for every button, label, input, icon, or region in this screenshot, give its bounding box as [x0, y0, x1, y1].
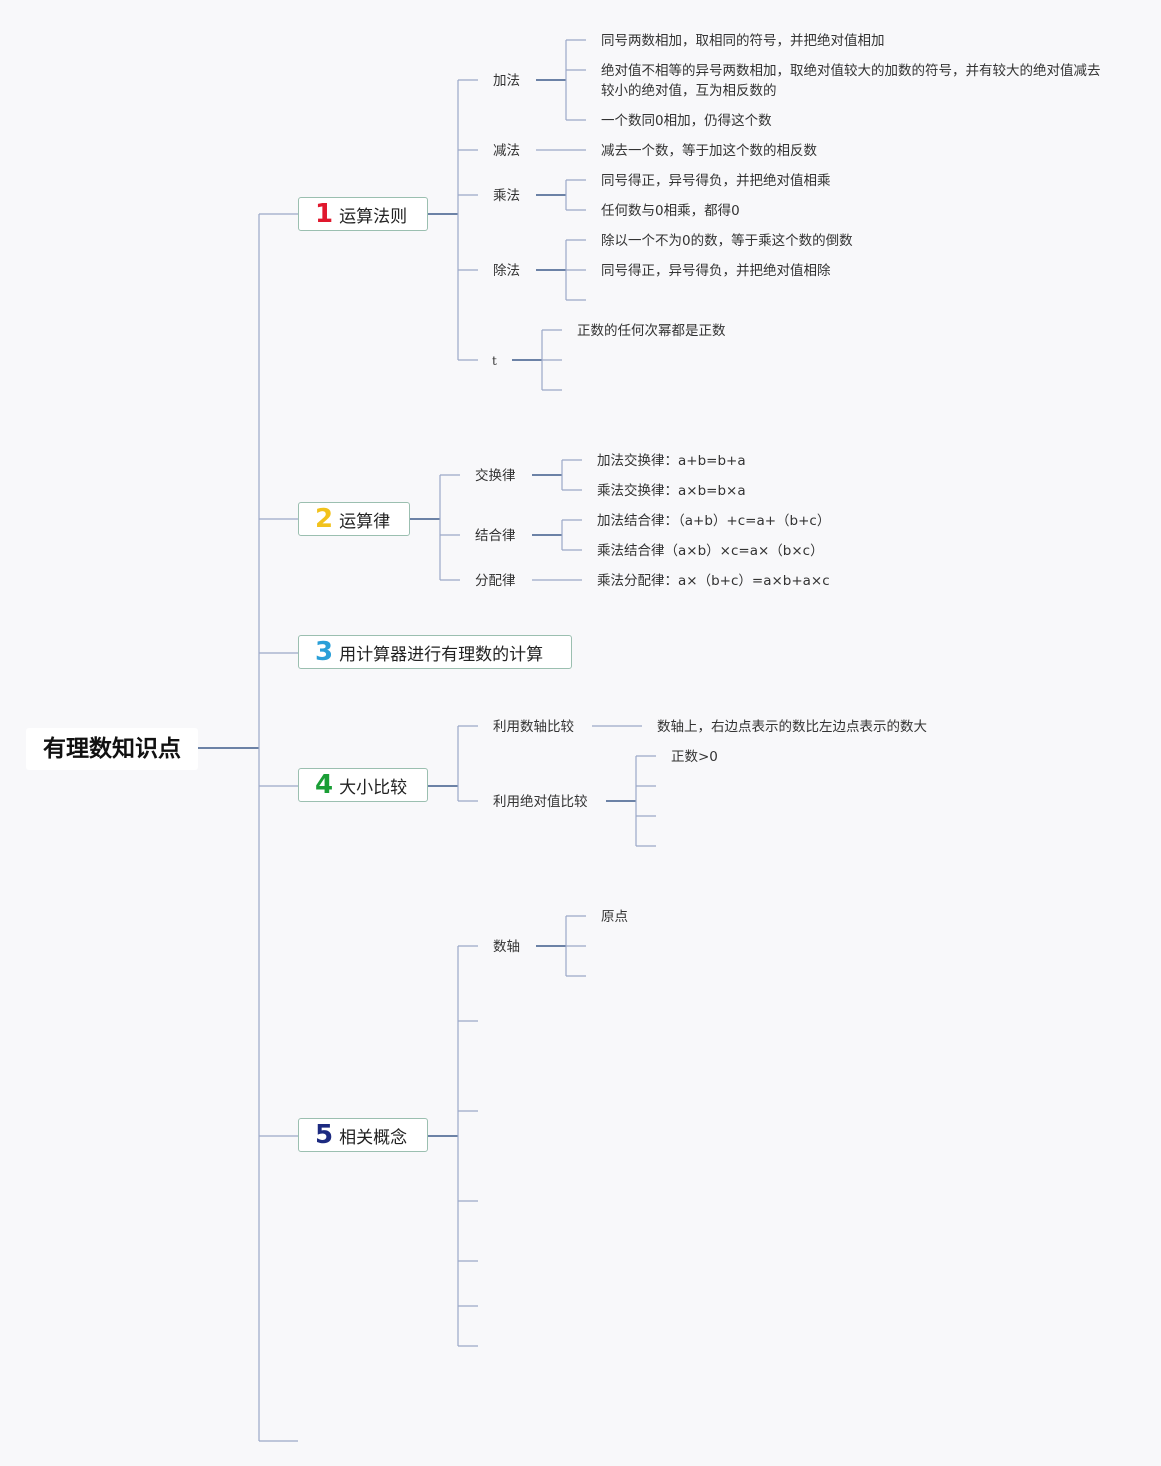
subtopic-absolute-compare[interactable]: 利用绝对值比较 — [493, 794, 588, 810]
leaf-assoc-mul[interactable]: 乘法结合律（a×b）×c=a×（b×c） — [597, 543, 824, 559]
leaf-assoc-add[interactable]: 加法结合律：（a+b）+c=a+（b+c） — [597, 513, 831, 529]
leaf-mul-2[interactable]: 任何数与0相乘，都得0 — [601, 203, 740, 219]
branch-3-number: 3 — [315, 637, 334, 667]
subtopic-addition[interactable]: 加法 — [493, 73, 520, 89]
subtopic-associative[interactable]: 结合律 — [475, 528, 516, 544]
leaf-distrib-mul[interactable]: 乘法分配律：a×（b+c）=a×b+a×c — [597, 573, 830, 589]
branch-2-label: 运算律 — [339, 511, 391, 532]
subtopic-number-line-compare[interactable]: 利用数轴比较 — [493, 719, 574, 735]
root-title: 有理数知识点 — [43, 736, 181, 762]
leaf-comm-mul[interactable]: 乘法交换律：a×b=b×a — [597, 483, 746, 499]
subtopic-division[interactable]: 除法 — [493, 263, 520, 279]
leaf-mul-1[interactable]: 同号得正，异号得负，并把绝对值相乘 — [601, 173, 831, 189]
leaf-div-2[interactable]: 同号得正，异号得负，并把绝对值相除 — [601, 263, 831, 279]
subtopic-t[interactable]: t — [492, 354, 497, 368]
subtopic-commutative[interactable]: 交换律 — [475, 468, 516, 484]
branch-2-number: 2 — [315, 504, 334, 534]
leaf-positive-gt-zero[interactable]: 正数>0 — [671, 749, 718, 765]
branch-4-node[interactable]: 4 大小比较 — [298, 768, 428, 802]
branch-3-label: 用计算器进行有理数的计算 — [339, 644, 544, 665]
branch-5-label: 相关概念 — [339, 1127, 408, 1148]
leaf-add-1[interactable]: 同号两数相加，取相同的符号，并把绝对值相加 — [601, 33, 885, 49]
leaf-div-1[interactable]: 除以一个不为0的数，等于乘这个数的倒数 — [601, 233, 853, 249]
branch-1-node[interactable]: 1 运算法则 — [298, 197, 428, 231]
leaf-add-2[interactable]: 绝对值不相等的异号两数相加，取绝对值较大的加数的符号，并有较大的绝对值减去较小的… — [601, 63, 1101, 99]
branch-5-number: 5 — [315, 1120, 334, 1150]
subtopic-multiplication[interactable]: 乘法 — [493, 188, 520, 204]
branch-4-label: 大小比较 — [339, 777, 408, 798]
branch-5-node[interactable]: 5 相关概念 — [298, 1118, 428, 1152]
leaf-sub-1[interactable]: 减去一个数，等于加这个数的相反数 — [601, 143, 817, 159]
leaf-number-line-right-bigger[interactable]: 数轴上，右边点表示的数比左边点表示的数大 — [657, 719, 927, 735]
subtopic-number-axis[interactable]: 数轴 — [493, 939, 520, 955]
branch-2-node[interactable]: 2 运算律 — [298, 502, 410, 536]
root-topic[interactable]: 有理数知识点 — [26, 728, 198, 770]
branch-1-label: 运算法则 — [339, 206, 408, 227]
leaf-t-1[interactable]: 正数的任何次幂都是正数 — [577, 323, 726, 339]
branch-1-number: 1 — [315, 199, 334, 229]
subtopic-subtraction[interactable]: 减法 — [493, 143, 520, 159]
subtopic-distributive[interactable]: 分配律 — [475, 573, 516, 589]
branch-3-node[interactable]: 3 用计算器进行有理数的计算 — [298, 635, 572, 669]
leaf-origin[interactable]: 原点 — [601, 909, 628, 925]
leaf-add-3[interactable]: 一个数同0相加，仍得这个数 — [601, 113, 772, 129]
leaf-comm-add[interactable]: 加法交换律：a+b=b+a — [597, 453, 746, 469]
branch-4-number: 4 — [315, 770, 334, 800]
